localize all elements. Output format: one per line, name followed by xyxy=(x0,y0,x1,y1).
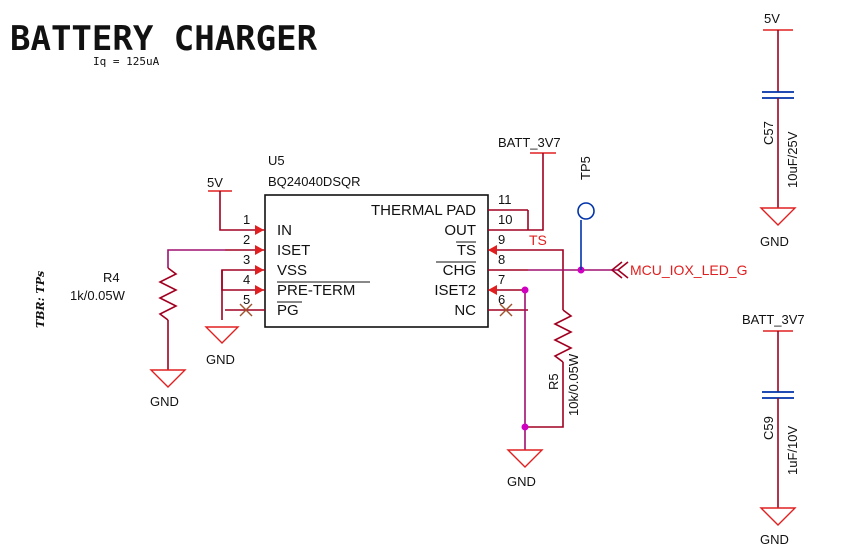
tp5-pad[interactable] xyxy=(577,202,595,220)
v5-label-ic: 5V xyxy=(207,175,223,190)
pin-name-nc: NC xyxy=(454,302,476,319)
gnd-symbol-r4 xyxy=(149,369,187,388)
pin6-num: 6 xyxy=(498,292,505,307)
gnd-label-vss: GND xyxy=(206,352,235,367)
c57-ref: C57 xyxy=(761,121,776,145)
r4-body[interactable] xyxy=(158,267,178,321)
iset-wire xyxy=(167,249,225,268)
batt-label-ic: BATT_3V7 xyxy=(498,135,561,150)
offpage-chevron-1 xyxy=(610,261,623,279)
pin10-num: 10 xyxy=(498,212,512,227)
gnd-label-c59: GND xyxy=(760,532,789,547)
pin-name-pg: PG xyxy=(277,302,299,319)
junction-gnd xyxy=(521,423,529,431)
c59-ref: C59 xyxy=(761,416,776,440)
c57-value: 10uF/25V xyxy=(785,131,800,188)
gnd-symbol-ic xyxy=(506,449,544,468)
mcu-net-label: MCU_IOX_LED_G xyxy=(630,262,747,278)
pin-name-vss: VSS xyxy=(277,262,307,279)
gnd-label-ic: GND xyxy=(507,474,536,489)
pin9-arrow xyxy=(488,245,497,255)
junction-iset2 xyxy=(521,286,529,294)
pin-name-iset2: ISET2 xyxy=(434,282,476,299)
pin-name-thermal-pad: THERMAL PAD xyxy=(371,202,476,219)
r5-value: 10k/0.05W xyxy=(566,353,581,416)
pin3-num: 3 xyxy=(243,252,250,267)
r5-ref: R5 xyxy=(546,373,561,390)
ic-body[interactable] xyxy=(264,194,489,328)
ts-wire xyxy=(528,249,564,310)
gnd-symbol-vss xyxy=(204,326,240,344)
v5-wire-ic xyxy=(219,191,225,231)
pin1-arrow xyxy=(255,225,264,235)
gnd-label-c57: GND xyxy=(760,234,789,249)
c59-value: 1uF/10V xyxy=(785,426,800,475)
page-title: BATTERY CHARGER xyxy=(10,19,318,59)
pin7-arrow xyxy=(488,285,497,295)
ic-ref: U5 xyxy=(268,153,285,168)
pin-name-ts: TS xyxy=(457,242,476,259)
pin11-num: 11 xyxy=(498,192,512,207)
pin5-num: 5 xyxy=(243,292,250,307)
pin-name-iset: ISET xyxy=(277,242,310,259)
pin7-num: 7 xyxy=(498,272,505,287)
r4-value: 1k/0.05W xyxy=(70,288,126,303)
pin3-arrow xyxy=(255,265,264,275)
r4-ref: R4 xyxy=(103,270,120,285)
pin1-num: 1 xyxy=(243,212,250,227)
pin-name-in: IN xyxy=(277,222,292,239)
r5-to-gnd-node xyxy=(525,362,564,428)
batt-label-c59: BATT_3V7 xyxy=(742,312,805,327)
pin4-arrow xyxy=(255,285,264,295)
pin2-arrow xyxy=(255,245,264,255)
iq-note: Iq = 125uA xyxy=(93,55,160,68)
pin9-num: 9 xyxy=(498,232,505,247)
v5-label-c57: 5V xyxy=(764,11,780,26)
gnd-symbol-c59 xyxy=(759,507,797,526)
tp5-ref: TP5 xyxy=(578,156,593,180)
offpage-chevron-2 xyxy=(616,261,629,279)
pin4-num: 4 xyxy=(243,272,250,287)
r5-body[interactable] xyxy=(553,309,573,363)
pin-name-chg: CHG xyxy=(443,262,476,279)
no-connect-pin5 xyxy=(239,303,253,317)
no-connect-pin6 xyxy=(499,303,513,317)
gnd-symbol-c57 xyxy=(759,207,797,226)
pin8-num: 8 xyxy=(498,252,505,267)
pin-name-preterm: PRE-TERM xyxy=(277,282,355,299)
pin2-num: 2 xyxy=(243,232,250,247)
ic-part: BQ24040DSQR xyxy=(268,174,361,189)
pin-name-out: OUT xyxy=(444,222,476,239)
gnd-label-r4: GND xyxy=(150,394,179,409)
side-note: TBR: TPs xyxy=(34,271,47,328)
out-to-batt xyxy=(528,153,544,231)
ts-net-label: TS xyxy=(529,232,547,248)
